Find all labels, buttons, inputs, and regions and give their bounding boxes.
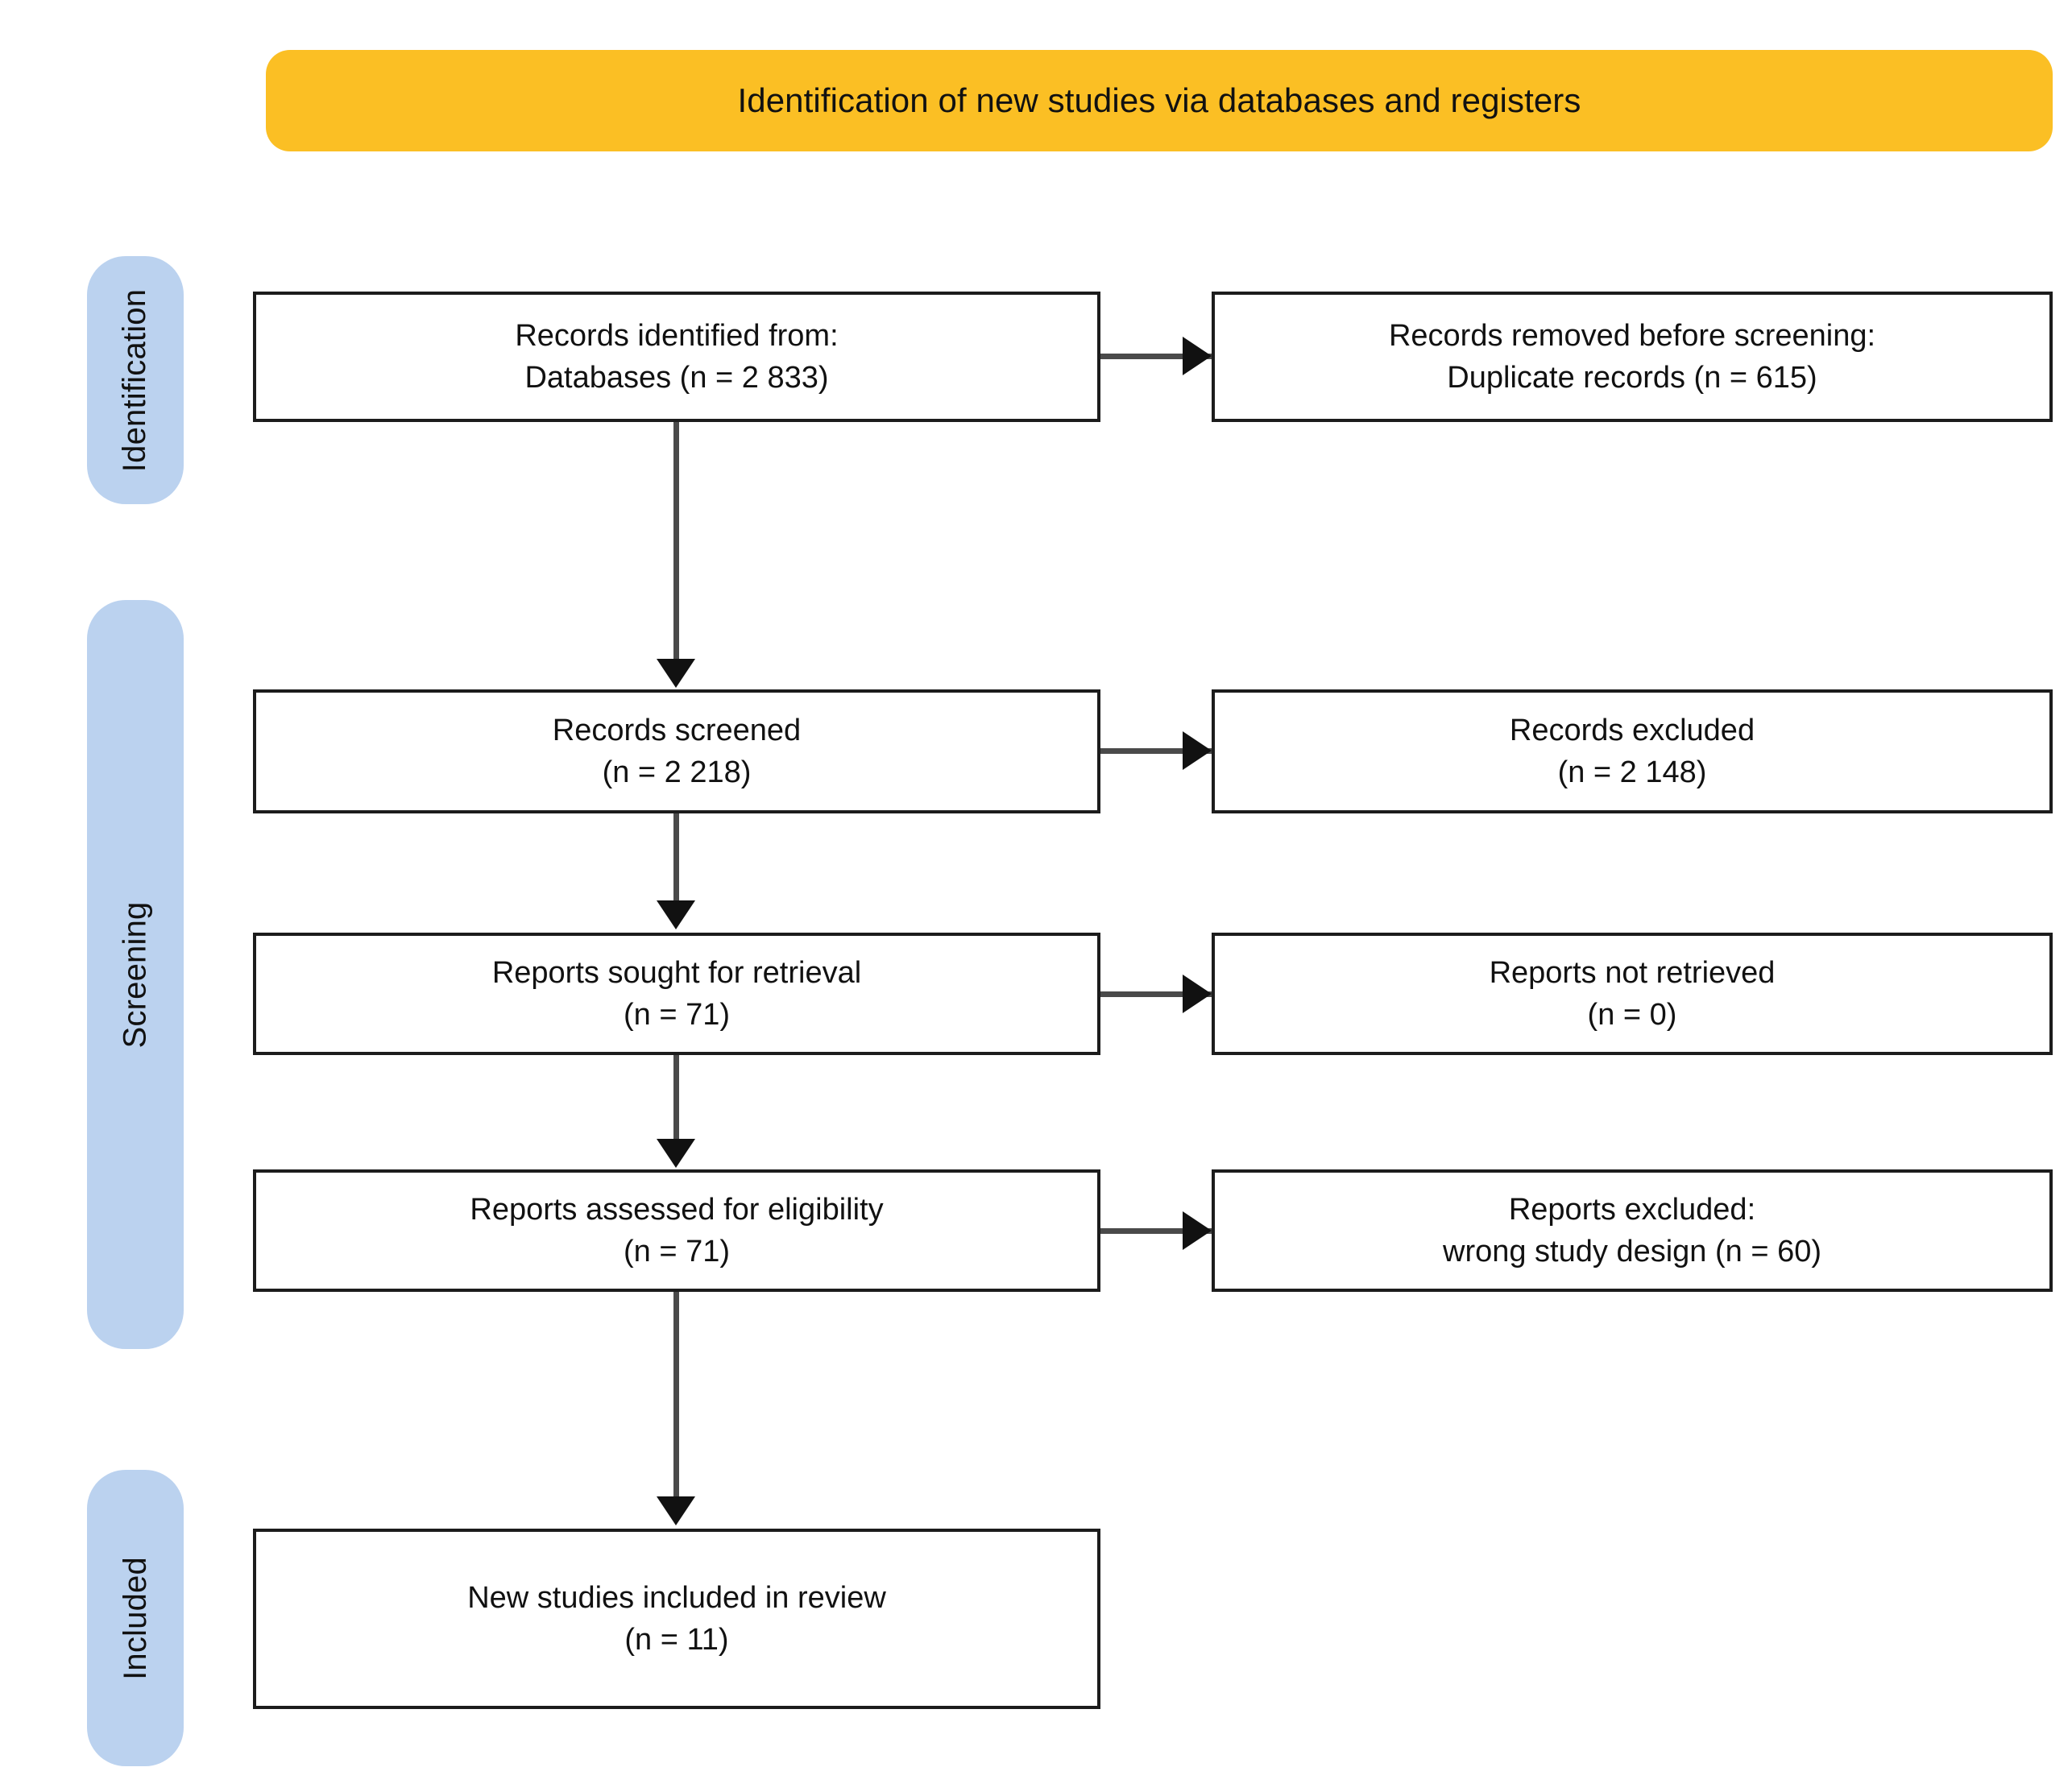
box-reports-sought-line2: (n = 71)	[623, 998, 731, 1032]
box-records-excluded-line2: (n = 2 148)	[1557, 755, 1707, 789]
stage-label-identification-text: Identification	[117, 288, 153, 472]
box-reports-excluded: Reports excluded: wrong study design (n …	[1212, 1169, 2053, 1292]
diagram-header-banner: Identification of new studies via databa…	[266, 50, 2053, 151]
stage-label-identification: Identification	[87, 256, 184, 504]
box-reports-not-retrieved-line2: (n = 0)	[1587, 998, 1677, 1032]
box-reports-not-retrieved: Reports not retrieved (n = 0)	[1212, 933, 2053, 1055]
box-new-studies-included-line1: New studies included in review	[467, 1580, 886, 1615]
box-records-screened-line1: Records screened	[552, 713, 802, 747]
connector-line	[1100, 354, 1213, 359]
diagram-title: Identification of new studies via databa…	[737, 81, 1581, 119]
box-new-studies-included-line2: (n = 11)	[624, 1623, 729, 1657]
stage-label-included-text: Included	[117, 1556, 153, 1680]
box-reports-assessed-line1: Reports assessed for eligibility	[470, 1192, 884, 1227]
connector-line	[1100, 1228, 1213, 1234]
stage-label-screening-text: Screening	[117, 901, 153, 1048]
box-records-excluded-line1: Records excluded	[1509, 713, 1755, 747]
box-records-screened-line2: (n = 2 218)	[602, 755, 752, 789]
box-reports-sought: Reports sought for retrieval (n = 71)	[253, 933, 1100, 1055]
box-reports-excluded-line2: wrong study design (n = 60)	[1443, 1235, 1821, 1268]
box-new-studies-included: New studies included in review (n = 11)	[253, 1529, 1100, 1709]
connector-line	[1100, 748, 1213, 754]
arrow-head-icon	[657, 1496, 695, 1525]
arrow-head-icon	[1183, 1211, 1212, 1250]
box-records-identified: Records identified from: Databases (n = …	[253, 292, 1100, 422]
connector-line	[1100, 991, 1213, 997]
box-records-removed-line1: Records removed before screening:	[1388, 318, 1876, 353]
stage-label-screening: Screening	[87, 600, 184, 1349]
arrow-head-icon	[657, 900, 695, 929]
arrow-head-icon	[657, 659, 695, 688]
connector-line	[673, 813, 679, 902]
connector-line	[673, 422, 679, 660]
arrow-head-icon	[657, 1139, 695, 1168]
box-records-excluded: Records excluded (n = 2 148)	[1212, 689, 2053, 813]
box-reports-sought-line1: Reports sought for retrieval	[491, 955, 862, 990]
box-records-screened: Records screened (n = 2 218)	[253, 689, 1100, 813]
stage-label-included: Included	[87, 1470, 184, 1766]
box-records-removed: Records removed before screening: Duplic…	[1212, 292, 2053, 422]
box-reports-excluded-line1: Reports excluded:	[1508, 1192, 1756, 1227]
connector-line	[673, 1055, 679, 1140]
connector-line	[673, 1292, 679, 1498]
arrow-head-icon	[1183, 731, 1212, 770]
arrow-head-icon	[1183, 337, 1212, 375]
box-records-removed-line2: Duplicate records (n = 615)	[1447, 361, 1817, 395]
box-reports-assessed: Reports assessed for eligibility (n = 71…	[253, 1169, 1100, 1292]
box-reports-not-retrieved-line1: Reports not retrieved	[1489, 955, 1776, 990]
box-records-identified-line2: Databases (n = 2 833)	[524, 361, 829, 395]
box-reports-assessed-line2: (n = 71)	[623, 1235, 731, 1268]
arrow-head-icon	[1183, 975, 1212, 1013]
box-records-identified-line1: Records identified from:	[515, 318, 839, 353]
